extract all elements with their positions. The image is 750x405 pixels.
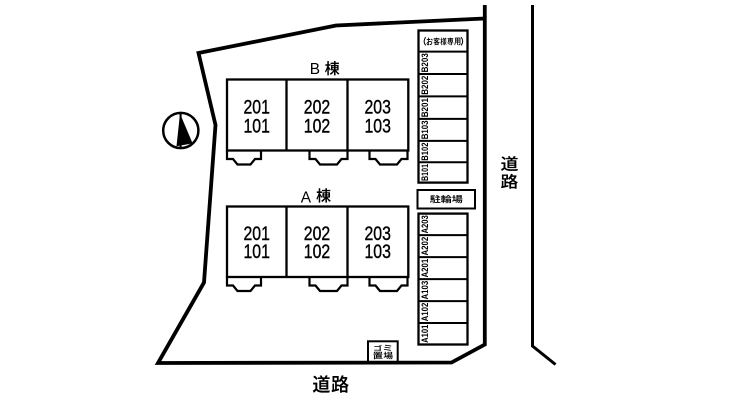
svg-text:103: 103 xyxy=(365,115,391,137)
svg-text:A202: A202 xyxy=(420,237,431,256)
svg-text:202: 202 xyxy=(304,96,330,118)
svg-text:203: 203 xyxy=(365,223,391,245)
svg-text:201: 201 xyxy=(244,96,270,118)
svg-text:203: 203 xyxy=(365,96,391,118)
svg-text:B102: B102 xyxy=(420,143,431,161)
svg-text:B203: B203 xyxy=(420,53,431,72)
svg-text:A203: A203 xyxy=(420,215,431,233)
svg-text:103: 103 xyxy=(365,241,391,263)
svg-text:A201: A201 xyxy=(420,258,431,277)
svg-text:A101: A101 xyxy=(420,324,431,343)
svg-text:202: 202 xyxy=(304,223,330,245)
svg-text:201: 201 xyxy=(244,223,270,245)
svg-text:101: 101 xyxy=(244,115,270,137)
svg-text:B103: B103 xyxy=(420,121,431,140)
svg-text:A103: A103 xyxy=(420,281,431,300)
svg-text:B202: B202 xyxy=(420,76,431,95)
svg-text:A102: A102 xyxy=(420,303,431,322)
svg-text:101: 101 xyxy=(244,241,270,263)
svg-text:102: 102 xyxy=(304,241,330,263)
svg-text:102: 102 xyxy=(304,115,330,137)
svg-text:B101: B101 xyxy=(420,163,431,181)
svg-text:A: A xyxy=(301,190,312,207)
svg-text:B: B xyxy=(310,61,320,78)
svg-text:B201: B201 xyxy=(420,97,431,117)
